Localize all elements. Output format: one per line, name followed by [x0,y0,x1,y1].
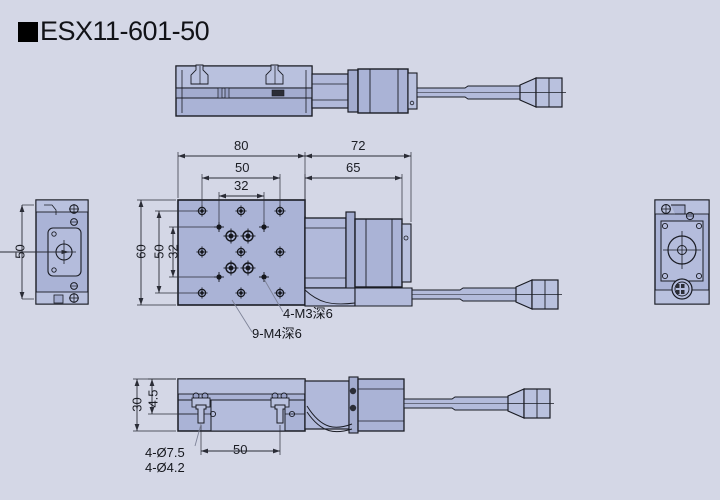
page-title: ESX11-601-50 [18,16,210,46]
note-through-hole: 4-Ø4.2 [145,460,185,475]
front-plan-view [137,152,562,333]
square-bullet-icon [18,21,38,42]
dimension-hole-span-v-32: 32 [165,244,181,259]
dimension-hole-span-50: 50 [235,160,250,175]
dimension-width-80: 80 [234,138,249,153]
dimension-height-60: 60 [133,244,149,259]
dimension-mount-span-50: 50 [233,442,248,457]
bottom-elevation-view [133,376,554,455]
dimension-total-height-30: 30 [129,397,145,412]
note-4-m3: 4-M3深6 [283,306,333,321]
dimension-base-height-4p5: 4.5 [145,389,161,408]
note-9-m4: 9-M4深6 [252,326,302,341]
dimension-hole-span-32: 32 [234,178,249,193]
dimension-motor-length-72: 72 [351,138,366,153]
top-view [175,64,566,117]
note-counterbore: 4-Ø7.5 [145,445,185,460]
dimension-hole-span-v-50: 50 [151,244,167,259]
left-side-view [0,199,89,305]
dimension-motor-length-65: 65 [346,160,361,175]
right-side-view [654,199,710,305]
dimension-left-height-50: 50 [12,244,28,259]
page-title-text: ESX11-601-50 [40,16,210,46]
